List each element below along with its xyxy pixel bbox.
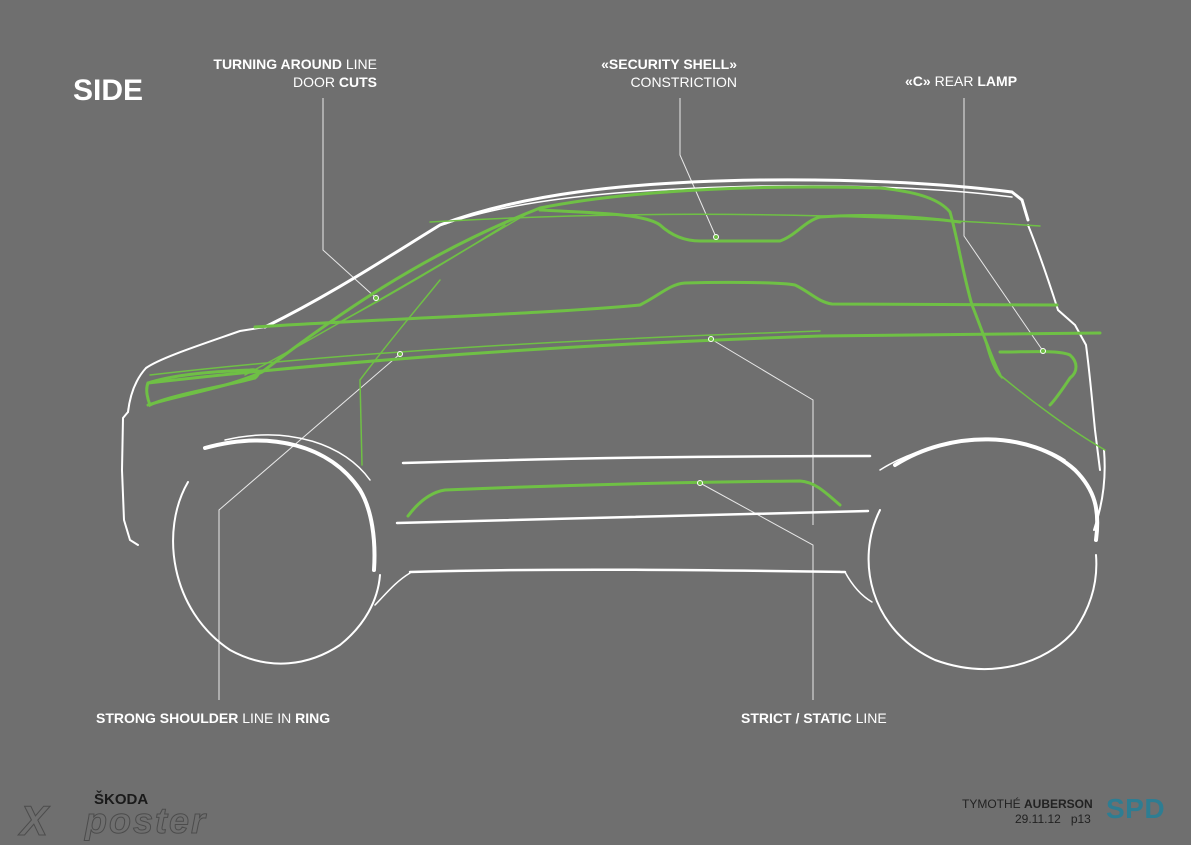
page-title: SIDE — [73, 74, 144, 107]
label-turning-rest: LINE — [341, 56, 377, 72]
rear-quarter-line — [999, 374, 1106, 451]
front-nose — [120, 411, 139, 546]
studio-logo: SPD — [1106, 793, 1166, 824]
body-outline — [120, 178, 1106, 670]
label-shoulder-bold2: RING — [295, 710, 331, 726]
door-handle-stripe — [406, 479, 842, 518]
label-strict-rest: LINE — [851, 710, 887, 726]
rear-wheel-arch-thin — [879, 439, 1066, 471]
label-security-shell: «SECURITY SHELL» CONSTRICTION — [587, 55, 737, 91]
leader-security-shell — [679, 98, 717, 238]
window-thin — [429, 213, 1041, 227]
hood-line — [127, 326, 266, 413]
door-lower-stripe — [395, 509, 870, 525]
sill-line — [408, 568, 847, 574]
sill-curve-rear — [844, 571, 873, 603]
rear-wheel — [867, 509, 1098, 670]
belt-line — [253, 280, 1059, 329]
label-strict-static: STRICT / STATIC LINE — [741, 709, 887, 727]
front-wheel — [172, 481, 381, 665]
leader-turning-around — [322, 98, 377, 299]
leader-strict — [699, 482, 814, 700]
front-wheel-arch — [203, 438, 377, 572]
roof-line — [263, 178, 1030, 329]
dot-turning — [373, 295, 379, 301]
label-security-bold: «SECURITY SHELL» — [601, 56, 737, 72]
door-upper-stripe — [401, 454, 872, 465]
leader-shoulder — [218, 353, 401, 700]
rear-line — [1027, 224, 1101, 471]
x-logo-mark: X — [19, 797, 49, 845]
label-strict-bold: STRICT / STATIC — [741, 710, 852, 726]
label-turning-around: TURNING AROUND LINE DOOR CUTS — [202, 55, 377, 91]
label-shoulder-bold1: STRONG SHOULDER — [96, 710, 239, 726]
dot-rear-lamp — [1040, 348, 1046, 354]
leader-rear-lamp — [963, 98, 1044, 352]
label-rear-mid: REAR — [930, 73, 978, 89]
sill-curve-front — [374, 572, 411, 606]
label-door-bold: CUTS — [338, 74, 377, 90]
a-pillar-thin-2 — [244, 214, 526, 376]
label-rear-bold2: LAMP — [977, 73, 1018, 89]
shoulder-line — [146, 331, 1102, 385]
leader-lines — [218, 98, 1044, 700]
headlamp — [145, 368, 261, 408]
feature-lines — [145, 185, 1106, 518]
dot-shoulder — [397, 351, 403, 357]
window-line — [538, 208, 962, 243]
greenhouse-outline — [146, 185, 1002, 407]
dot-strict-top — [708, 336, 714, 342]
anchor-dots — [373, 234, 1046, 486]
label-rear-lamp: «C» REAR LAMP — [905, 72, 1017, 90]
shoulder-line-thin — [149, 330, 821, 376]
author-first: TYMOTHÉ — [962, 797, 1024, 811]
label-strong-shoulder: STRONG SHOULDER LINE IN RING — [96, 709, 330, 727]
rear-lamp-c — [998, 350, 1078, 407]
label-shoulder-mid: LINE IN — [238, 710, 296, 726]
dot-security — [713, 234, 719, 240]
label-door-rest: DOOR — [292, 74, 339, 90]
label-rear-bold1: «C» — [905, 73, 931, 89]
label-security-sub: CONSTRICTION — [630, 74, 737, 90]
roof-inner — [444, 185, 1013, 225]
rear-wheel-arch — [893, 437, 1100, 542]
dot-strict — [697, 480, 703, 486]
author: TYMOTHÉ AUBERSON — [962, 797, 1093, 811]
brand-name: ŠKODA — [94, 791, 149, 808]
door-cut — [359, 279, 441, 466]
rear-lamp-c-inner — [984, 339, 1003, 379]
author-last: AUBERSON — [1024, 797, 1093, 811]
poster-wordmark: poster — [84, 800, 208, 842]
label-turning-bold: TURNING AROUND — [213, 56, 342, 72]
date-page: 29.11.12 p13 — [1015, 812, 1091, 826]
front-wheel-arch-thin — [224, 434, 371, 481]
